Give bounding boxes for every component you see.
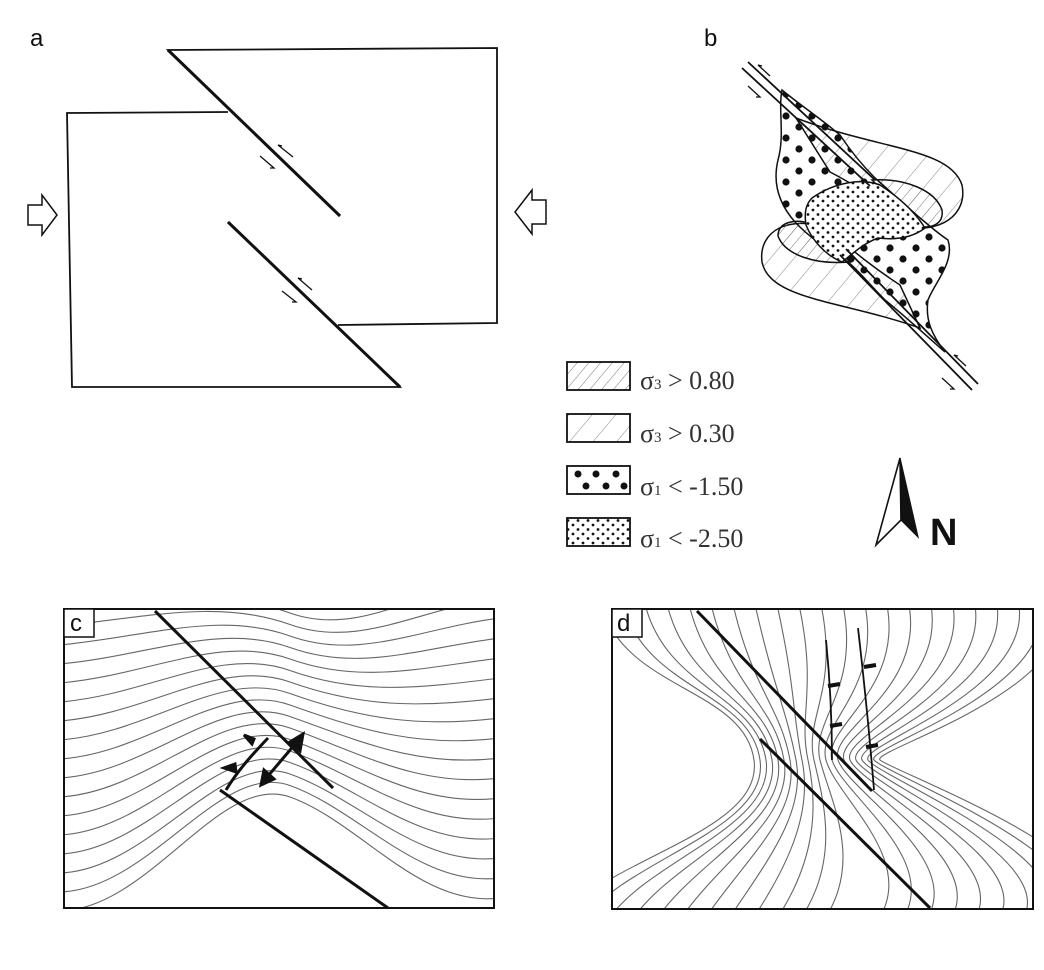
- north-arrow-icon: [874, 457, 902, 548]
- panel-d-frame: [611, 608, 1034, 910]
- lower-fault-shear-arrows: [281, 277, 313, 303]
- legend-sigma: σ: [640, 419, 654, 448]
- panel-c-trajectory-line: [64, 758, 494, 855]
- panel-c-lower-fault: [219, 788, 389, 910]
- panel-c-frame: [63, 608, 495, 909]
- panel-d-label: d: [617, 610, 630, 637]
- panel-d-lower-fault: [758, 737, 932, 910]
- legend-sub: 1: [654, 483, 662, 499]
- panel-c-upper-fault: [153, 609, 335, 790]
- upper-fault-shear-arrows: [259, 144, 294, 169]
- panel-b-fault: [741, 61, 979, 391]
- legend-value: > 0.30: [662, 419, 735, 448]
- panel-d-trajectory-line: [842, 609, 958, 909]
- legend: σ3 > 0.80 σ3 > 0.30 σ1 < -1.50 σ1 < -2.5…: [566, 361, 743, 553]
- panel-d-trajectory-line: [855, 609, 1005, 909]
- legend-sub: 3: [654, 377, 662, 393]
- panel-d: d: [611, 608, 1034, 910]
- panel-d-normal-faults: [825, 627, 875, 791]
- panel-c-trajectories: [64, 609, 494, 908]
- panel-c-trajectory-line: [78, 793, 494, 908]
- panel-d-label-box: [611, 608, 643, 638]
- panel-d-trajectory-line: [615, 609, 767, 909]
- panel-c-trajectory-line: [64, 650, 494, 684]
- panel-d-trajectory-line: [836, 609, 935, 909]
- north-arrow: N: [874, 457, 957, 554]
- panel-b: b: [704, 25, 979, 391]
- panel-d-trajectory-line: [639, 609, 774, 909]
- panel-d-trajectory-line: [879, 668, 1033, 838]
- svg-text:σ1 < -1.50: σ1 < -1.50: [640, 472, 743, 501]
- panel-d-trajectory-line: [734, 609, 799, 909]
- legend-item-big-dots: σ1 < -1.50: [566, 465, 743, 501]
- panel-c-trajectory-line: [64, 637, 494, 665]
- panel-d-trajectory-line: [818, 609, 848, 909]
- panel-c-trajectory-line: [64, 699, 494, 760]
- panel-d-trajectory-line: [867, 609, 1033, 870]
- panel-d-trajectories: [612, 609, 1033, 909]
- panel-c-trajectory-line: [64, 687, 494, 741]
- panel-d-trajectory-line: [612, 609, 761, 893]
- panel-c-trajectory-line: [275, 609, 392, 621]
- legend-sub: 3: [654, 430, 662, 446]
- panel-b-shear-arrows: [747, 64, 967, 390]
- panel-c-trajectory-line: [64, 618, 494, 646]
- right-block: [165, 47, 498, 326]
- panel-a: a: [27, 25, 547, 389]
- legend-item-dense-hatch: σ3 > 0.80: [566, 361, 735, 395]
- north-label: N: [930, 512, 957, 554]
- panel-c-label: c: [70, 610, 82, 637]
- legend-value: > 0.80: [662, 366, 735, 395]
- legend-value: < -2.50: [662, 524, 744, 553]
- svg-text:σ1 < -2.50: σ1 < -2.50: [640, 524, 743, 553]
- panel-c-trajectory-line: [64, 770, 494, 874]
- panel-d-trajectory-line: [861, 609, 1028, 909]
- panel-d-upper-fault: [695, 609, 874, 793]
- legend-sub: 1: [654, 535, 662, 551]
- panel-c-trajectory-line: [64, 734, 494, 817]
- panel-d-trajectory-line: [663, 609, 780, 909]
- panel-c-label-box: [63, 608, 95, 638]
- legend-item-small-dots: σ1 < -2.50: [566, 517, 743, 553]
- panel-c-double-arrow: [258, 730, 306, 788]
- upper-fault: [166, 48, 342, 218]
- panel-d-trajectory-line: [873, 642, 1033, 851]
- panel-c: c: [63, 608, 495, 910]
- panel-d-trajectory-line: [687, 609, 786, 909]
- panel-c-trajectory-line: [64, 711, 494, 779]
- lower-fault: [226, 220, 402, 389]
- panel-d-fault-ticks: [827, 663, 879, 749]
- left-block: [66, 111, 403, 388]
- panel-c-fold-symbol: [219, 733, 270, 791]
- legend-sigma: σ: [640, 524, 654, 553]
- panel-d-trajectory-line: [782, 609, 814, 909]
- panel-c-trajectory-line: [64, 675, 494, 722]
- panel-c-trajectory-line: [64, 723, 494, 798]
- panel-d-trajectory-line: [758, 609, 806, 909]
- panel-d-trajectory-line: [830, 609, 912, 909]
- panel-c-trajectory-line: [64, 609, 449, 633]
- panel-c-trajectory-line: [64, 662, 494, 703]
- panel-a-label: a: [30, 25, 44, 52]
- panel-d-trajectory-line: [612, 628, 755, 879]
- svg-text:σ3 > 0.30: σ3 > 0.30: [640, 419, 735, 448]
- panel-b-label: b: [704, 25, 717, 52]
- sigma1-250-fill: [805, 181, 925, 262]
- panel-c-trajectory-line: [64, 781, 494, 893]
- right-compression-arrow: [514, 187, 547, 237]
- legend-item-sparse-hatch: σ3 > 0.30: [566, 413, 735, 448]
- panel-d-trajectory-line: [806, 609, 827, 909]
- north-arrow-dark-half: [899, 457, 920, 539]
- panel-d-trajectory-line: [849, 609, 982, 909]
- legend-sigma: σ: [640, 472, 654, 501]
- svg-text:σ3 > 0.80: σ3 > 0.80: [640, 366, 735, 395]
- left-compression-arrow: [27, 192, 58, 238]
- legend-sigma: σ: [640, 366, 654, 395]
- legend-value: < -1.50: [662, 472, 744, 501]
